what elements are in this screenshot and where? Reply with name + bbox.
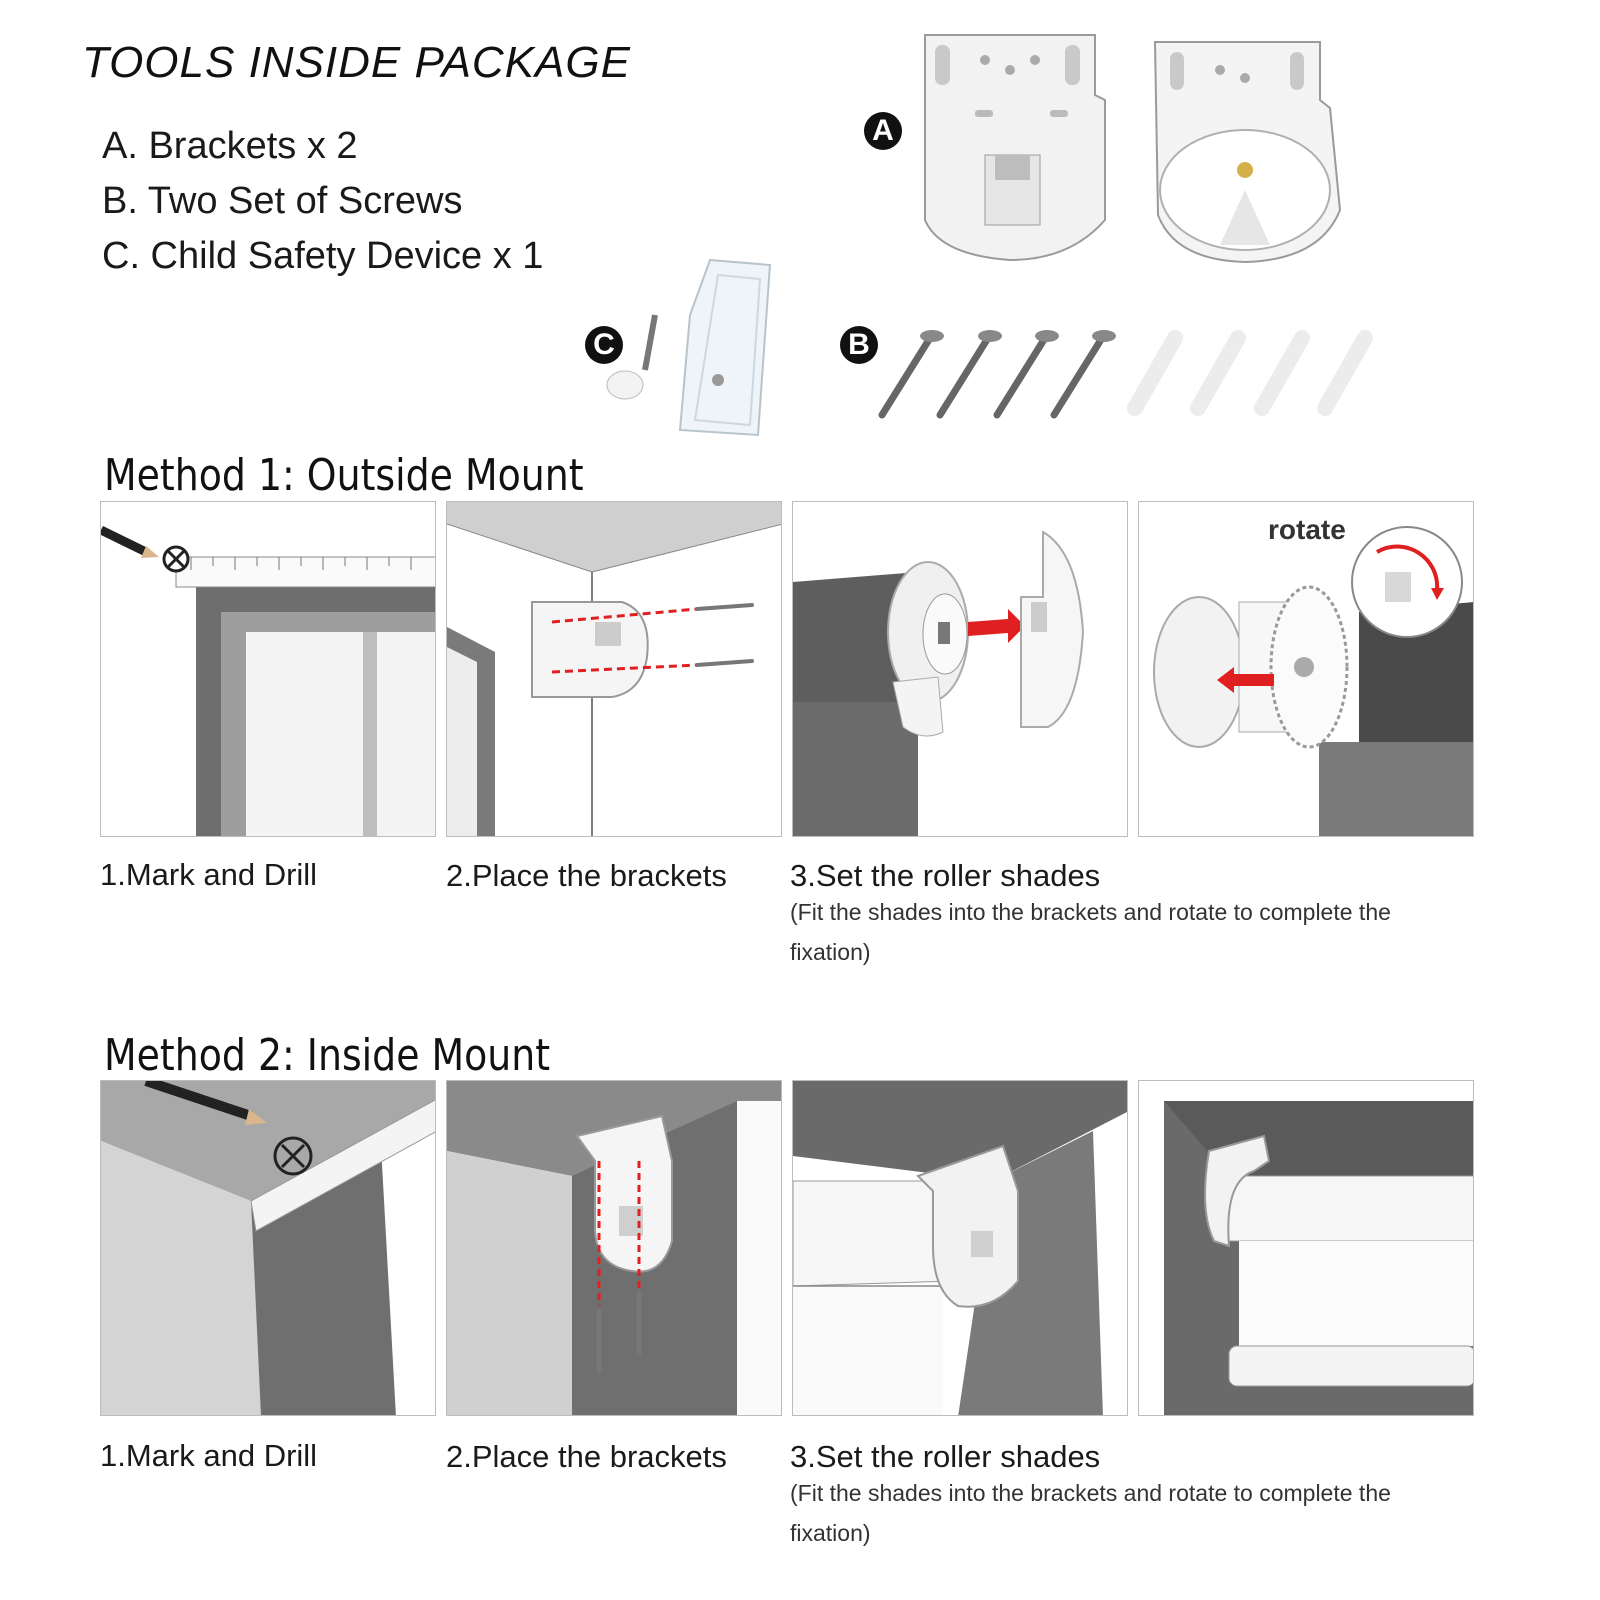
screws-illustration — [878, 330, 1373, 419]
method1-panel-place-brackets — [446, 501, 782, 837]
method2-step1-label: 1.Mark and Drill — [100, 1438, 318, 1473]
package-item-screws: B. Two Set of Screws — [102, 180, 463, 222]
method2-title: Method 2: Inside Mount — [104, 1030, 551, 1081]
method2-panel-set-shades — [792, 1080, 1128, 1416]
badge-b: B — [840, 326, 878, 364]
method1-step1-label: 1.Mark and Drill — [100, 857, 318, 892]
method1-panel-rotate — [1138, 501, 1474, 837]
method1-step3-label: 3.Set the roller shades — [790, 858, 1101, 893]
method2-step2-label: 2.Place the brackets — [446, 1439, 727, 1474]
method1-panel-mark-drill — [100, 501, 436, 837]
brackets-illustration — [924, 34, 1342, 264]
method2-panel-installed — [1138, 1080, 1474, 1416]
method2-panel-mark-drill — [100, 1080, 436, 1416]
child-safety-device-illustration — [606, 258, 772, 437]
rotate-label: rotate — [1268, 514, 1346, 545]
method1-step3-note: (Fit the shades into the brackets and ro… — [790, 899, 1391, 965]
method2-step3-note: (Fit the shades into the brackets and ro… — [790, 1480, 1391, 1546]
method2-step3-label: 3.Set the roller shades — [790, 1439, 1101, 1474]
package-item-brackets: A. Brackets x 2 — [102, 125, 358, 167]
method1-title: Method 1: Outside Mount — [104, 450, 584, 501]
badge-c: C — [585, 326, 623, 364]
method2-panel-place-brackets — [446, 1080, 782, 1416]
package-item-safety-device: C. Child Safety Device x 1 — [102, 235, 544, 277]
method1-step2-label: 2.Place the brackets — [446, 858, 727, 893]
method1-panel-set-shades — [792, 501, 1128, 837]
package-title: TOOLS INSIDE PACKAGE — [82, 38, 631, 87]
badge-a: A — [864, 112, 902, 150]
